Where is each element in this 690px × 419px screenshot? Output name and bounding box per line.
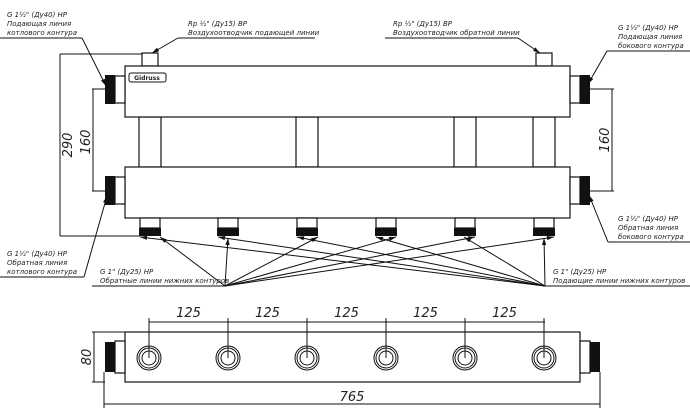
thread-right: [590, 342, 600, 372]
svg-text:G 1½" (Ду40) НР: G 1½" (Ду40) НР: [618, 24, 679, 32]
callout-top-left: G 1½" (Ду40) НР Подающая линия котлового…: [0, 11, 107, 87]
dimension-290: 290: [59, 53, 142, 237]
outlet-holes: [136, 318, 557, 371]
svg-text:G 1" (Ду25) НР: G 1" (Ду25) НР: [100, 268, 154, 276]
callout-return-lower: G 1" (Ду25) НР Обратные линии нижних кон…: [92, 235, 555, 287]
callout-bottom-left: G 1½" (Ду40) НР Обратная линия котлового…: [0, 195, 108, 278]
connector: [295, 116, 319, 168]
dimension-80: 80: [80, 331, 125, 383]
svg-text:Подающая линия: Подающая линия: [618, 33, 682, 41]
svg-text:Подающая линия: Подающая линия: [7, 20, 71, 28]
svg-text:Воздухоотводчик подающей линии: Воздухоотводчик подающей линии: [188, 29, 320, 37]
callout-bottom-right: G 1½" (Ду40) НР Обратная линия бокового …: [588, 194, 690, 243]
connector: [532, 116, 556, 168]
logo-text: Gidruss: [134, 75, 160, 82]
svg-text:G 1½" (Ду40) НР: G 1½" (Ду40) НР: [7, 250, 68, 258]
svg-text:Подающие линии нижних контуров: Подающие линии нижних контуров: [553, 277, 685, 285]
thread-left: [105, 342, 115, 372]
dimension-80-label: 80: [80, 349, 95, 366]
dimension-160-left-label: 160: [79, 130, 94, 155]
dimension-160-left: 160: [79, 88, 105, 192]
dimension-125-label: 125: [255, 306, 280, 321]
svg-text:бокового контура: бокового контура: [618, 42, 684, 50]
manifold-body-top-view: [124, 331, 581, 383]
dimension-290-label: 290: [61, 133, 76, 158]
svg-text:G 1" (Ду25) НР: G 1" (Ду25) НР: [553, 268, 607, 276]
dimension-765: 765: [103, 372, 601, 408]
svg-text:котлового контура: котлового контура: [7, 268, 77, 276]
dimension-160-right-label: 160: [598, 128, 613, 153]
svg-text:котлового контура: котлового контура: [7, 29, 77, 37]
svg-text:G 1½" (Ду40) НР: G 1½" (Ду40) НР: [7, 11, 68, 19]
callout-top-right: G 1½" (Ду40) НР Подающая линия бокового …: [587, 24, 690, 85]
connector: [138, 116, 162, 168]
callout-vent-return: Rp ½" (Ду15) ВР Воздухоотводчик обратной…: [385, 20, 541, 54]
logo: [128, 72, 167, 83]
thread-left-bottom: [105, 176, 115, 205]
return-header: [124, 166, 571, 219]
dimension-125-label: 125: [413, 306, 438, 321]
vent-pipe-return: [535, 52, 553, 67]
dimension-125-label: 125: [334, 306, 359, 321]
callout-vent-supply: Rp ½" (Ду15) ВР Воздухоотводчик подающей…: [151, 20, 320, 54]
svg-text:G 1½" (Ду40) НР: G 1½" (Ду40) НР: [618, 215, 679, 223]
thread-right-top: [580, 75, 590, 104]
front-view: Gidruss 290 160 160: [59, 52, 614, 237]
svg-text:Rp ½" (Ду15) ВР: Rp ½" (Ду15) ВР: [188, 20, 248, 28]
thread-left-top: [105, 75, 115, 104]
svg-text:бокового контура: бокового контура: [618, 233, 684, 241]
dimension-125-label: 125: [492, 306, 517, 321]
svg-text:Воздухоотводчик обратной линии: Воздухоотводчик обратной линии: [393, 29, 520, 37]
bottom-outlets: [139, 217, 555, 236]
svg-text:Обратная линия: Обратная линия: [7, 259, 67, 267]
supply-header: [124, 65, 571, 118]
top-view: 125 125 125 125 125 80 765: [80, 306, 601, 408]
dimension-765-label: 765: [340, 390, 365, 405]
svg-text:Обратная линия: Обратная линия: [618, 224, 678, 232]
vent-pipe-supply: [141, 52, 159, 67]
dimension-125-label: 125: [176, 306, 201, 321]
callout-supply-lower: G 1" (Ду25) НР Подающие линии нижних кон…: [139, 235, 690, 287]
svg-text:Обратные линии нижних контуров: Обратные линии нижних контуров: [100, 277, 229, 285]
dimension-160-right: 160: [590, 88, 614, 192]
connector: [453, 116, 477, 168]
thread-right-bottom: [580, 176, 590, 205]
svg-text:Rp ½" (Ду15) ВР: Rp ½" (Ду15) ВР: [393, 20, 453, 28]
